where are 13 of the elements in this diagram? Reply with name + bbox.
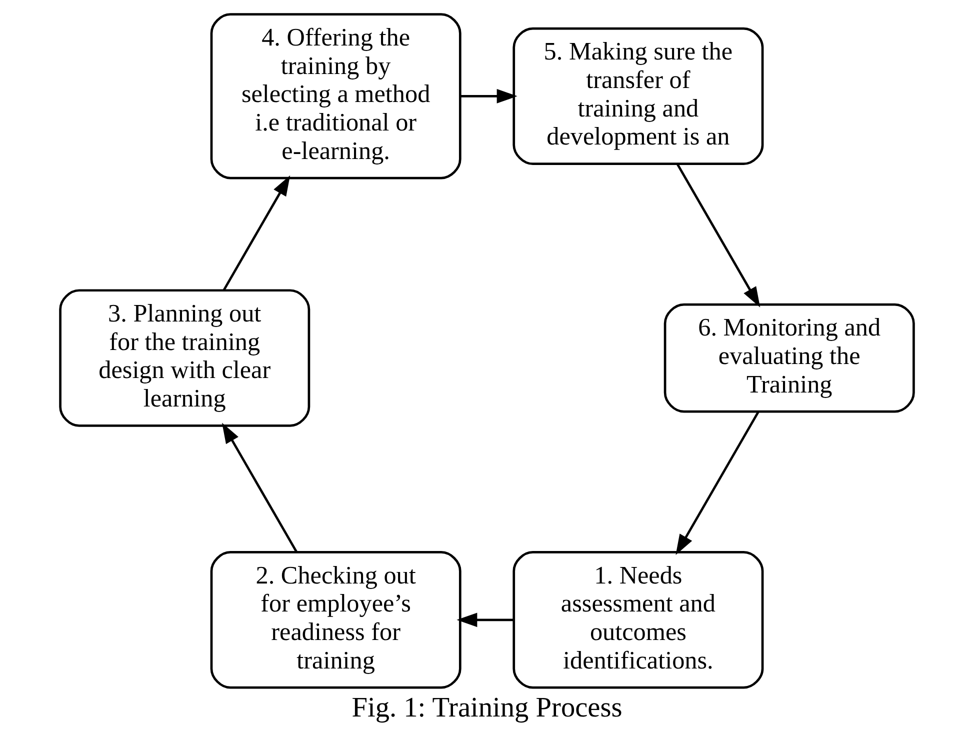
node-box: 2. Checking out for employee’s readiness for training xyxy=(210,551,461,689)
caption: Fig. 1: Training Process xyxy=(351,692,622,724)
arrow xyxy=(675,411,759,555)
node-box: 4. Offering the training by selecting a method i.e traditional or e-learning. xyxy=(210,13,461,180)
arrow xyxy=(456,612,513,628)
node-box: 6. Monitoring and evaluating the Training xyxy=(663,303,914,413)
arrow xyxy=(221,422,298,552)
node-box: 1. Needs assessment and outcomes identifications. xyxy=(512,551,764,689)
node-box: 3. Planning out for the training design with clear learning xyxy=(58,289,310,427)
arrow xyxy=(460,89,517,104)
arrow xyxy=(222,175,290,291)
arrow xyxy=(676,164,760,308)
node-box: 5. Making sure the transfer of training and development is an xyxy=(512,27,764,166)
